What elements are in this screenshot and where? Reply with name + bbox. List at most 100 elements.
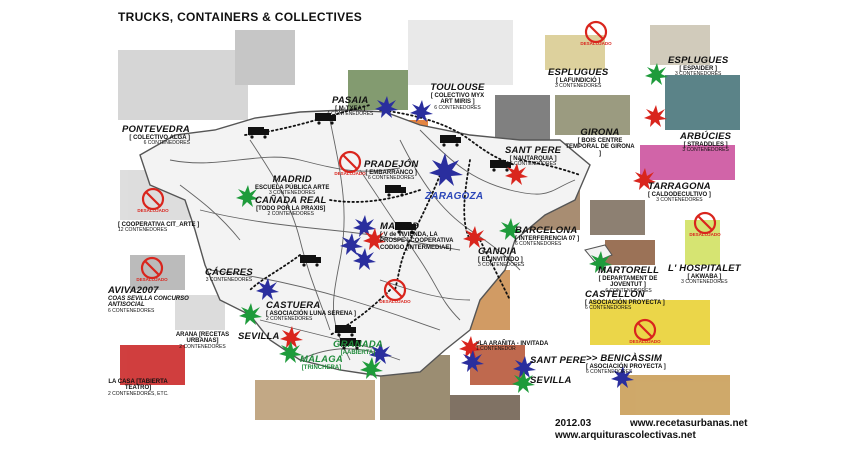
label-sevilla-1: SEVILLA [238,332,280,342]
star-marker-icon [644,105,667,127]
container-count: 3 CONTENEDORES [682,147,729,154]
label-pasaia: PASAIA [ M-TXEA ] 4 CONTENEDORES [327,96,373,118]
container-count: 6 CONTENEDORES [585,305,632,312]
label-granada: GRANADA [AABIERTA] [333,340,383,356]
stamp-text: DESALOJADO [137,208,169,213]
label-caceres: CÁCERES 3 CONTENEDORES [205,268,253,283]
photo-esplugues1 [545,35,605,70]
photo-girona [555,95,630,135]
container-count: 6 CONTENEDORES [108,307,155,314]
no-entry-icon [140,256,164,280]
container-count: 6 CONTENEDORES [586,369,633,376]
city-name: PASAIA [332,95,369,106]
label-castuera: CASTUERA [ ASOCIACIÓN LUNA SERENA ] 2 CO… [266,301,356,323]
label-canada-real: CAÑADA REAL [TODO POR LA PRAXIS] 2 CONTE… [255,196,327,218]
star-marker-icon [236,185,259,207]
label-cooperativa: [ COOPERATIVA CIT_ARTE ] 12 CONTENEDORES [118,222,199,234]
label-arbucies: ARBÚCIES [ STRADDLES ] 3 CONTENEDORES [680,132,731,154]
collective-name: [ COOPERATIVA CIT_ARTE ] [118,222,200,228]
collective-name: [ BOIS CENTRE TEMPORAL DE GIRONA ] [565,137,635,157]
city-name: SANT PERE [530,355,587,366]
star-marker-icon [463,226,486,248]
city-name: GANDIA [478,246,517,257]
city-name: L' HOSPITALET [668,263,741,274]
star-marker-icon [353,248,376,270]
label-sant-pere-2: SANT PERE [530,356,586,366]
truck-icon [300,255,321,267]
label-la-aranita: >LA ARAÑITA - INVITADA 1 CONTENEDOR [476,341,548,353]
container-count: 1 CONTENEDOR [476,346,516,353]
road-network [169,119,576,361]
collective-name: [ ASOCIACIÓN PROYECTA ] [586,363,666,370]
photo-pasaia [348,70,408,110]
star-marker-icon [512,371,535,393]
container-count: 6 CONTENEDORES [143,140,190,147]
container-count: 3 CONTENEDORES [656,197,703,204]
photo-house [235,30,295,85]
collective-name: [ V de VIVIENDA, LA PROSPE ] COOPERATIVA… [380,231,454,251]
no-entry-icon [141,187,165,211]
photo-arbucies [665,75,740,130]
container-count: 3 CONTENEDORES [478,262,525,269]
label-pradejon: PRADEJÓN [ EMBARRANCO ] 6 CONTENEDORES [364,160,418,182]
photo-crowd2 [450,395,520,420]
truck-icon [315,113,336,125]
collective-name: [ NAUTARQUIA ] [509,155,557,162]
photo-crowd [255,380,375,420]
eviction-stamps [140,20,717,342]
container-count: 6 CONTENEDORES [367,175,415,182]
city-name: CASTELLÓN [585,289,645,300]
no-entry-icon [383,278,407,302]
city-name: SANT PERE [505,145,562,156]
city-name: SEVILLA [530,375,572,386]
city-name: AVIVA2007 [108,285,159,296]
star-marker-icon [375,96,398,118]
poster-title: TRUCKS, CONTAINERS & COLLECTIVES [118,10,363,24]
footer-url-arquitecturas[interactable]: www.arquiturascolectivas.net [555,430,696,441]
collective-name: LA CASA [TABIERTA TEATRO] [108,379,168,392]
star-marker-icon [499,218,522,240]
stamp-text: DESALOJADO [379,299,411,304]
trucks [248,113,511,350]
label-girona: GIRONA [ BOIS CENTRE TEMPORAL DE GIRONA … [565,128,635,157]
collective-name: [ ASOCIACIÓN LUNA SERENA ] [266,310,356,317]
label-barcelona: BARCELONA [ INTERFERENCIA 07 ] 6 CONTENE… [515,226,579,248]
label-sevilla-2: SEVILLA [530,376,572,386]
photo-martorell [605,240,655,265]
container-count: 3 CONTENEDORES [205,276,253,283]
label-toulouse: TOULOUSE [ COLECTIVO MYX ART MIRIS ] 6 C… [430,83,485,111]
photo-arana [175,295,225,330]
star-marker-icon [645,63,668,85]
star-marker-icon [505,163,528,185]
star-marker-icon [410,100,433,122]
city-name: CASTUERA [266,300,321,311]
city-name: CAÑADA REAL [255,195,327,206]
collective-name: [ STRADDLES ] [683,141,728,148]
city-name: >> BENICÀSSIM [586,353,662,364]
label-madrid-school: MADRID ESCUELA PÚBLICA ARTE 3 CONTENEDOR… [255,175,329,197]
container-count: 6 CONTENEDORES [434,104,481,111]
footer-url-recetas[interactable]: www.recetasurbanas.net [630,418,748,429]
truck-icon [490,160,511,172]
star-marker-icon [459,336,482,358]
star-marker-icon [611,366,634,388]
city-name: ESPLUGUES [668,55,729,66]
collective-name: ARANA [RECETAS URBANAS] [175,332,230,345]
container-count: 2 CONTENEDORES [179,343,226,350]
city-name: GIRONA [580,127,620,138]
collective-name: [TODO POR LA PRAXIS] [256,205,326,212]
star-marker-icon [239,303,262,325]
container-count: 4 CONTENEDORES [327,111,374,118]
city-name: PONTEVEDRA [122,124,190,135]
city-name: GRANADA [333,339,383,350]
collective-name: [ INTERFERENCIA 07 ] [515,235,580,242]
label-tarragona: TARRAGONA [ CALDODECULTIVO ] 3 CONTENEDO… [648,182,711,204]
container-count: 12 CONTENEDORES [118,227,168,234]
label-zaragoza: ZARAGOZA [425,191,483,203]
label-aviva: AVIVA2007 COAS SEVILLA CONCURSO ANTISOCI… [108,286,193,314]
collective-name: [ LAFUNDICIÓ ] [556,77,601,84]
star-marker-icon [280,326,303,348]
no-entry-icon [338,150,362,174]
label-castellon: CASTELLÓN [ ASOCIACIÓN PROYECTA ] 6 CONT… [585,290,665,312]
label-lhospitalet: L' HOSPITALET [ AKWABA ] 3 CONTENEDORES [668,264,741,286]
